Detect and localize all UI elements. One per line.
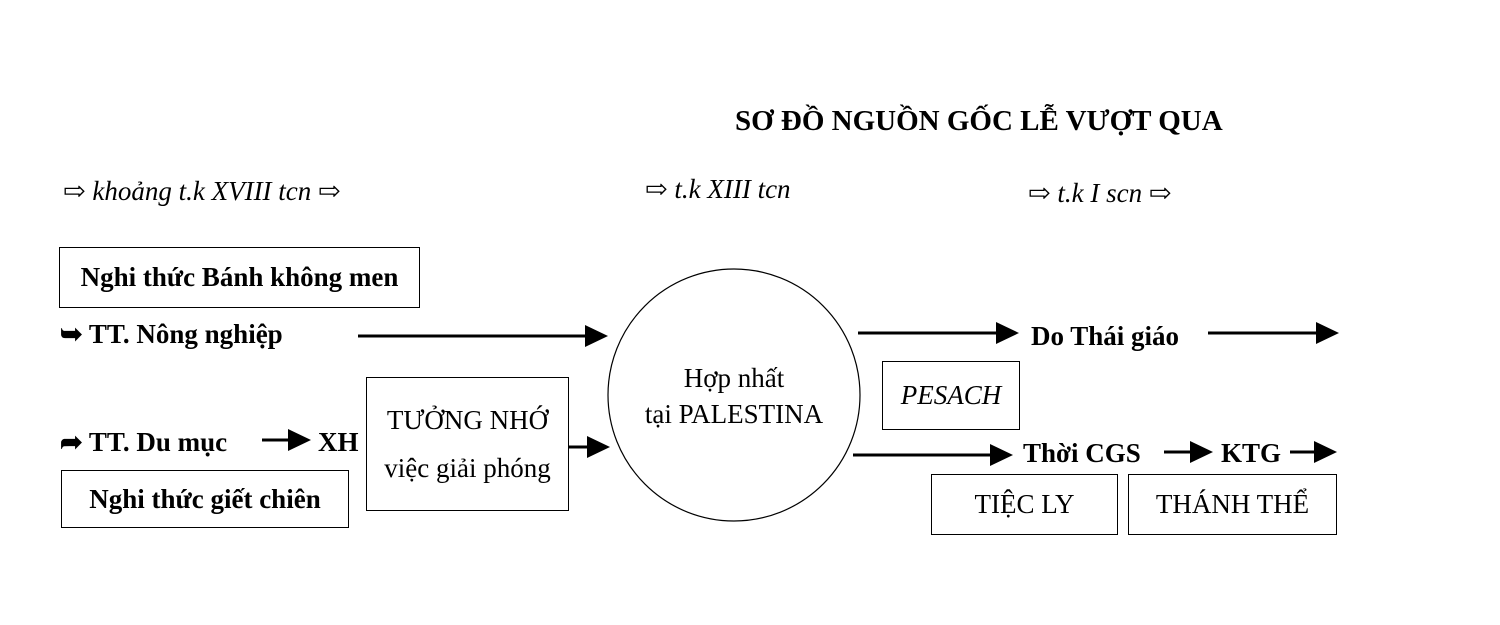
union-circle [607, 268, 861, 522]
agricultural-tradition-label: TT. Nông nghiệp [88, 319, 283, 349]
arrow-union-to-christ-era [853, 444, 1013, 466]
agricultural-tradition: ➥ TT. Nông nghiệp [60, 321, 283, 348]
lamb-sacrifice-rite-box: Nghi thức giết chiên [61, 470, 349, 528]
eucharist-label: THÁNH THỂ [1155, 489, 1310, 519]
nomadic-tradition-label: TT. Du mục [88, 427, 228, 457]
arrow-agriculture-to-union [358, 325, 608, 347]
memorial-box: TƯỞNG NHỚ việc giải phóng [366, 377, 569, 511]
last-supper-label: TIỆC LY [974, 489, 1075, 519]
arrow-judaism-onward [1208, 322, 1339, 344]
christianity-label: KTG [1221, 438, 1282, 468]
timeline-period-1: ⇨ khoảng t.k XVIII tcn ⇨ [63, 176, 341, 206]
last-supper-box: TIỆC LY [931, 474, 1118, 535]
union-circle-text: Hợp nhất tại PALESTINA [608, 360, 860, 432]
union-line-1: Hợp nhất [683, 363, 785, 393]
arrow-nomadic-to-society [262, 429, 311, 451]
unleavened-bread-rite-label: Nghi thức Bánh không men [80, 262, 399, 292]
pesach-box: PESACH [882, 361, 1020, 430]
lamb-sacrifice-rite-label: Nghi thức giết chiên [89, 483, 321, 514]
union-line-2: tại PALESTINA [644, 399, 824, 429]
curved-arrow-icon: ➦ [60, 427, 83, 457]
eucharist-box: THÁNH THỂ [1128, 474, 1337, 535]
arrow-union-to-judaism [858, 322, 1019, 344]
christ-era-label: Thời CGS [1023, 438, 1141, 468]
arrow-memorial-to-union [569, 436, 610, 458]
memorial-line-2: việc giải phóng [384, 453, 551, 483]
timeline-period-3: ⇨ t.k I scn ⇨ [1028, 178, 1172, 208]
arrow-christianity-onward [1290, 441, 1337, 463]
judaism-label: Do Thái giáo [1031, 321, 1180, 351]
nomadic-tradition: ➦ TT. Du mục [60, 429, 227, 456]
memorial-line-1: TƯỞNG NHỚ [386, 405, 549, 435]
pesach-label: PESACH [900, 380, 1002, 410]
society-label: XH [318, 427, 359, 457]
timeline-period-2: ⇨ t.k XIII tcn [645, 174, 791, 204]
arrow-christ-era-to-christianity [1164, 441, 1213, 463]
diagram-title: SƠ ĐỒ NGUỒN GỐC LỄ VƯỢT QUA [735, 105, 1223, 137]
unleavened-bread-rite-box: Nghi thức Bánh không men [59, 247, 420, 308]
curved-arrow-icon: ➥ [60, 319, 83, 349]
